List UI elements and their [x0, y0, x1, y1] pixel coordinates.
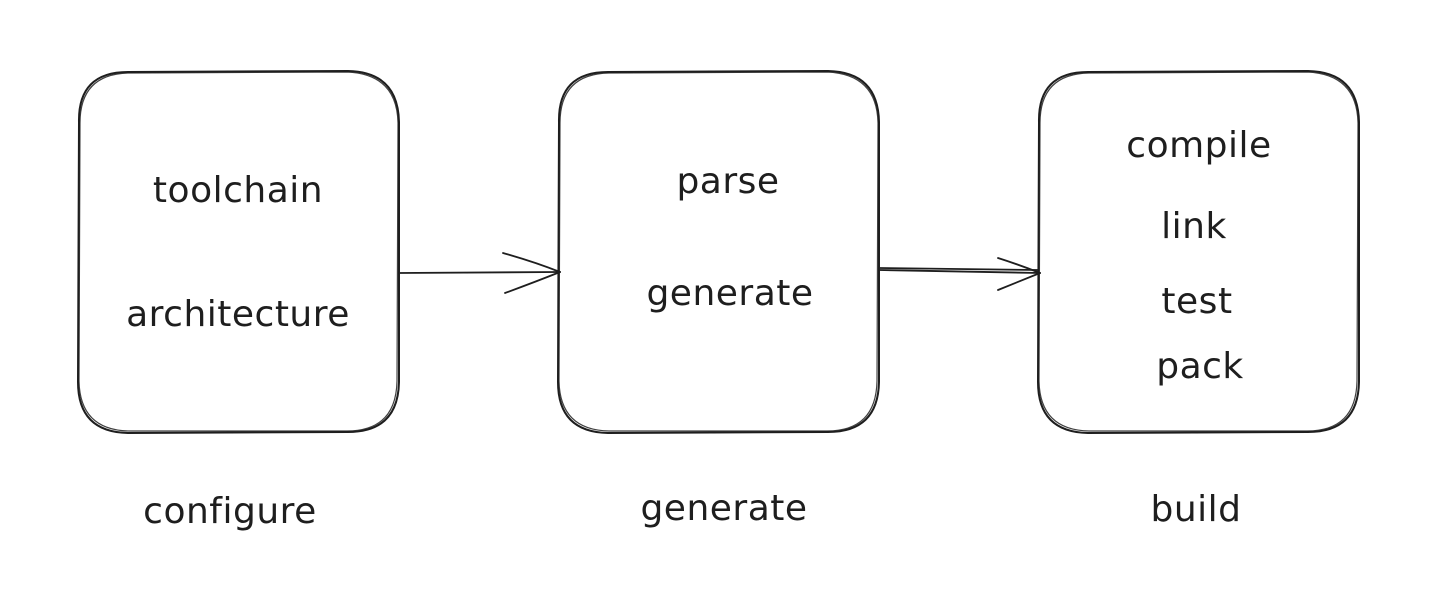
stage-item-toolchain: toolchain: [153, 170, 323, 211]
stage-item-pack: pack: [1156, 346, 1244, 387]
stage-caption-build: build: [1150, 489, 1241, 530]
arrow-configure-to-generate: [398, 252, 561, 294]
stage-item-compile: compile: [1126, 125, 1271, 166]
stage-caption-generate: generate: [640, 488, 807, 529]
stage-item-architecture: architecture: [126, 294, 350, 335]
stage-box-build: [1037, 70, 1360, 434]
stage-item-parse: parse: [676, 161, 779, 202]
arrow-generate-to-build: [878, 257, 1041, 291]
stage-box-configure: [77, 70, 400, 434]
stage-caption-configure: configure: [143, 491, 317, 532]
stage-item-link: link: [1161, 206, 1227, 247]
stage-box-generate: [557, 70, 880, 434]
stage-item-generate: generate: [646, 273, 813, 314]
stage-item-test: test: [1161, 281, 1232, 322]
